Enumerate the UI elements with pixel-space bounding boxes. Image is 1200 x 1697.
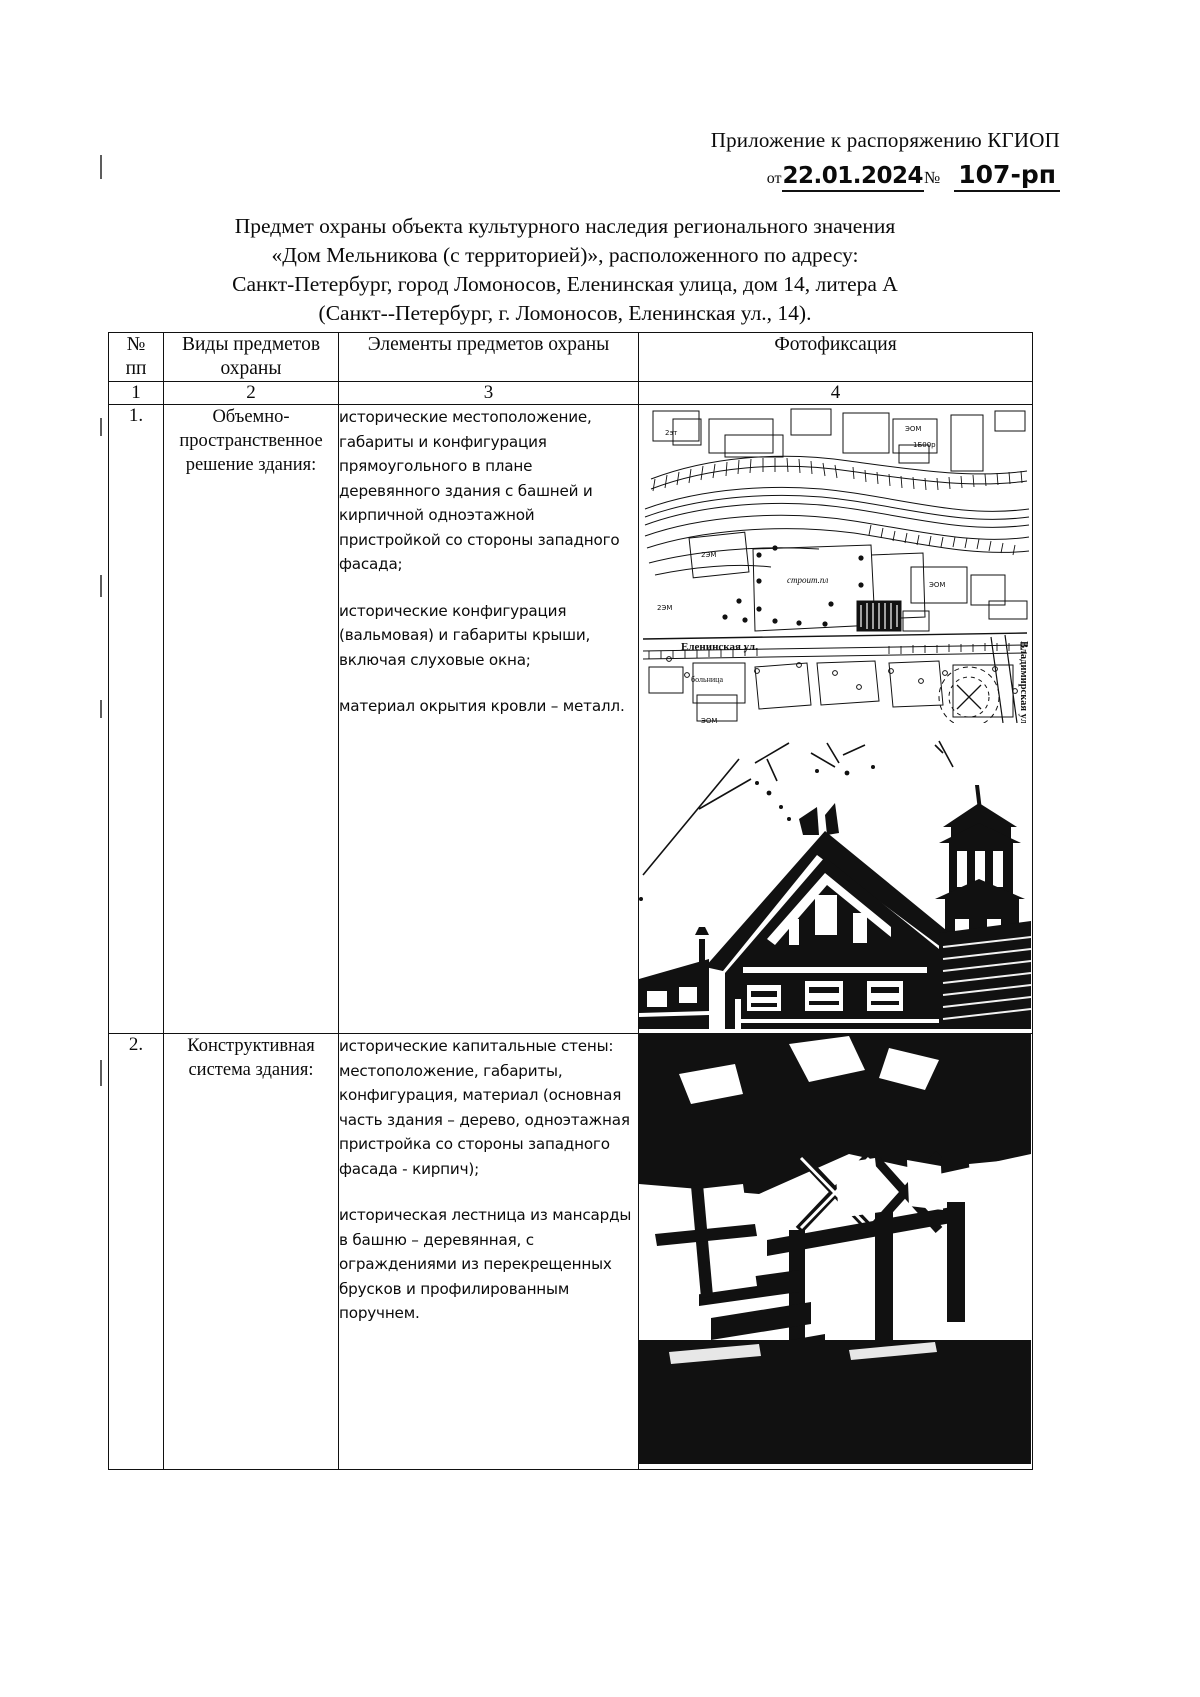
svg-text:больница: больница	[691, 675, 723, 684]
page-title: Предмет охраны объекта культурного насле…	[0, 212, 1130, 328]
row-kind-l1: Объемно-	[212, 407, 290, 427]
appendix-header-text: Приложение к распоряжению КГИОП	[710, 128, 1060, 152]
row-index: 2.	[108, 1033, 164, 1470]
margin-mark	[100, 1060, 102, 1086]
cadastral-map-image: 2эт ЭОМ 1Б00р 2ЭМ 2ЭМ ЭОМ ЭОМ строит.пл	[639, 405, 1032, 723]
margin-mark	[100, 418, 102, 436]
column-header-number-l2: пп	[125, 358, 147, 379]
appendix-header: Приложение к распоряжению КГИОП	[0, 128, 1060, 153]
table-column-number-row: 1 2 3 4	[108, 381, 1033, 405]
column-header-elements: Элементы предметов охраны	[338, 332, 639, 382]
svg-text:1Б00р: 1Б00р	[913, 441, 936, 449]
row-kind-l2: система здания:	[188, 1060, 314, 1080]
column-header-kinds-l2: охраны	[220, 358, 282, 379]
column-number-1: 1	[108, 381, 164, 405]
svg-text:ЭОМ: ЭОМ	[929, 581, 945, 589]
element-paragraph: исторические местоположение, габариты и …	[339, 408, 620, 573]
column-header-number: № пп	[108, 332, 164, 382]
column-number-4: 4	[638, 381, 1033, 405]
column-header-photo-l1: Фотофиксация	[774, 334, 897, 355]
order-date-stamp: 22.01.2024	[781, 163, 925, 192]
row-kind-l1: Конструктивная	[187, 1036, 315, 1056]
svg-text:ЭОМ: ЭОМ	[905, 425, 921, 433]
svg-text:2ЭМ: 2ЭМ	[701, 551, 716, 559]
page-title-line-3: Санкт-Петербург, город Ломоносов, Еленин…	[232, 272, 898, 296]
ot-label: от	[766, 170, 782, 187]
column-header-kinds-l1: Виды предметов	[181, 334, 321, 355]
svg-text:2ЭМ: 2ЭМ	[657, 604, 672, 612]
row-elements: исторические капитальные стены: местопол…	[338, 1033, 639, 1470]
margin-mark	[100, 575, 102, 597]
column-number-3: 3	[338, 381, 639, 405]
table-header-row: № пп Виды предметов охраны Элементы пред…	[108, 332, 1033, 382]
order-number-stamp: 107-рп	[954, 160, 1060, 192]
page-title-line-1: Предмет охраны объекта культурного насле…	[234, 214, 896, 238]
svg-text:ЭОМ: ЭОМ	[701, 717, 717, 723]
margin-mark	[100, 155, 102, 179]
table-row: 2. Конструктивная система здания: истори…	[108, 1033, 1033, 1470]
protection-subject-table: № пп Виды предметов охраны Элементы пред…	[108, 332, 1033, 1470]
row-kind-l3: решение здания:	[185, 455, 317, 475]
order-reference-line: от22.01.2024№ 107-рп	[0, 160, 1060, 192]
element-paragraph: историческая лестница из мансарды в башн…	[339, 1206, 632, 1322]
row-index: 1.	[108, 404, 164, 1034]
column-number-2: 2	[163, 381, 339, 405]
column-header-kinds: Виды предметов охраны	[163, 332, 339, 382]
row-elements: исторические местоположение, габариты и …	[338, 404, 639, 1034]
svg-text:2эт: 2эт	[665, 429, 677, 437]
staircase-photo-image	[639, 1034, 1032, 1469]
page-title-line-4: (Санкт--Петербург, г. Ломоносов, Еленинс…	[318, 301, 812, 325]
row-photo-cell: 2эт ЭОМ 1Б00р 2ЭМ 2ЭМ ЭОМ ЭОМ строит.пл	[638, 404, 1033, 1034]
element-paragraph: материал окрытия кровли – металл.	[339, 697, 625, 715]
row-photo-cell	[638, 1033, 1033, 1470]
row-kind-l2: пространственное	[179, 431, 323, 451]
row-kind: Конструктивная система здания:	[163, 1033, 339, 1470]
column-header-photo: Фотофиксация	[638, 332, 1033, 382]
map-plot-label: строит.пл	[787, 575, 828, 585]
element-paragraph: исторические капитальные стены: местопол…	[339, 1037, 630, 1178]
column-header-number-l1: №	[126, 334, 146, 355]
number-sign: №	[924, 168, 941, 187]
map-vertical-street-label: Владимирская ул.	[1018, 641, 1029, 723]
margin-mark	[100, 700, 102, 718]
row-kind: Объемно- пространственное решение здания…	[163, 404, 339, 1034]
element-paragraph: исторические конфигурация (вальмовая) и …	[339, 601, 591, 669]
page-title-line-2: «Дом Мельникова (с территорией)», распол…	[271, 243, 859, 267]
column-header-elements-l1: Элементы предметов охраны	[367, 334, 610, 355]
table-row: 1. Объемно- пространственное решение зда…	[108, 404, 1033, 1034]
map-street-label: Еленинская ул.	[681, 641, 758, 653]
building-photo-image	[639, 723, 1032, 1033]
